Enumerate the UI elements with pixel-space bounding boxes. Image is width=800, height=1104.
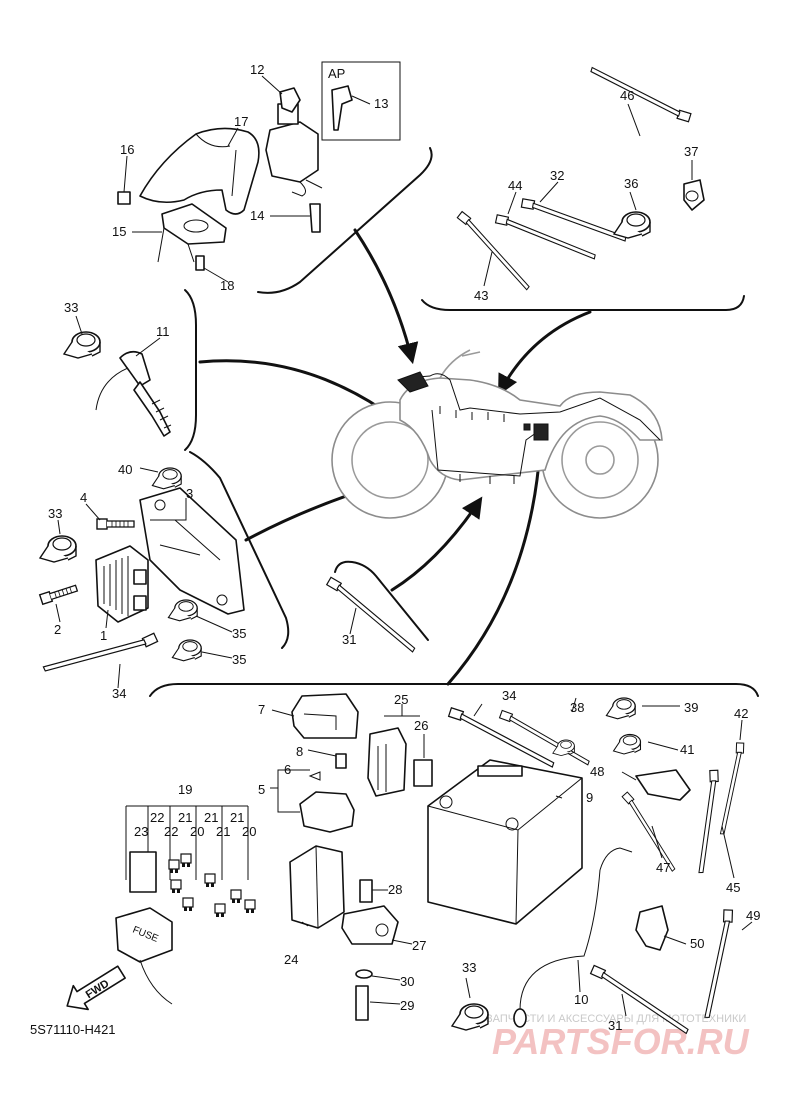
fuse-box-group: FUSE xyxy=(115,693,745,1035)
callout-20b: 20 xyxy=(242,824,256,839)
callout-44: 44 xyxy=(508,178,522,193)
callout-18: 18 xyxy=(220,278,234,293)
callout-12: 12 xyxy=(250,62,264,77)
callout-38: 38 xyxy=(570,700,584,715)
callout-49: 49 xyxy=(746,908,760,923)
main-switch xyxy=(265,121,319,183)
callout-25: 25 xyxy=(394,692,408,707)
callout-35a: 35 xyxy=(232,626,246,641)
callout-11: 11 xyxy=(156,324,170,339)
forward-arrow: FWD xyxy=(66,965,126,1011)
callout-13: 13 xyxy=(374,96,388,111)
callout-33c: 33 xyxy=(462,960,476,975)
key xyxy=(331,85,353,131)
callout-1: 1 xyxy=(100,628,107,643)
callout-23: 23 xyxy=(134,824,148,839)
callout-33a: 33 xyxy=(64,300,78,315)
callout-34a: 34 xyxy=(112,686,126,701)
callout-40: 40 xyxy=(118,462,132,477)
handlebar-cover xyxy=(139,127,260,215)
callout-17: 17 xyxy=(234,114,248,129)
callout-7: 7 xyxy=(258,702,265,717)
callout-33b: 33 xyxy=(48,506,62,521)
callout-4: 4 xyxy=(80,490,87,505)
callout-9: 9 xyxy=(586,790,593,805)
callout-22b: 22 xyxy=(164,824,178,839)
ap-label: AP xyxy=(328,66,345,81)
ties-group-top xyxy=(448,66,705,291)
callout-41: 41 xyxy=(680,742,694,757)
callout-50: 50 xyxy=(690,936,704,951)
starter-cut-group xyxy=(63,331,172,437)
callout-42: 42 xyxy=(734,706,748,721)
callout-14: 14 xyxy=(250,208,264,223)
callout-16: 16 xyxy=(120,142,134,157)
rectifier-group xyxy=(38,467,245,691)
callout-5: 5 xyxy=(258,782,265,797)
callout-28: 28 xyxy=(388,882,402,897)
callout-15: 15 xyxy=(112,224,126,239)
callout-21c: 21 xyxy=(230,810,244,825)
callout-10: 10 xyxy=(574,992,588,1007)
callout-45: 45 xyxy=(726,880,740,895)
callout-35b: 35 xyxy=(232,652,246,667)
callout-27: 27 xyxy=(412,938,426,953)
battery xyxy=(427,759,583,925)
leader-lines xyxy=(55,75,753,1017)
callout-20a: 20 xyxy=(190,824,204,839)
callout-29: 29 xyxy=(400,998,414,1013)
callout-47: 47 xyxy=(656,860,670,875)
callout-21d: 21 xyxy=(216,824,230,839)
callout-34b: 34 xyxy=(502,688,516,703)
callout-43: 43 xyxy=(474,288,488,303)
watermark: PARTSFOR.RU ЗАПЧАСТИ И АКСЕССУАРЫ ДЛЯ МО… xyxy=(486,1013,750,1062)
switch-bracket xyxy=(161,203,227,245)
callout-32: 32 xyxy=(550,168,564,183)
callout-36: 36 xyxy=(624,176,638,191)
fuse-box xyxy=(115,907,173,963)
callout-31a: 31 xyxy=(342,632,356,647)
callout-24: 24 xyxy=(284,952,298,967)
callout-22a: 22 xyxy=(150,810,164,825)
callout-2: 2 xyxy=(54,622,61,637)
callout-39: 39 xyxy=(684,700,698,715)
callout-30: 30 xyxy=(400,974,414,989)
callout-46: 46 xyxy=(620,88,634,103)
callout-6: 6 xyxy=(284,762,291,777)
callout-21b: 21 xyxy=(204,810,218,825)
ap-box xyxy=(321,61,401,141)
callout-37: 37 xyxy=(684,144,698,159)
callout-numbers: 1 2 3 4 5 6 7 8 9 10 11 12 13 14 15 16 1… xyxy=(48,62,760,1033)
callout-3: 3 xyxy=(186,486,193,501)
diagram-code: 5S71110-H421 xyxy=(30,1022,116,1037)
motorcycle-silhouette xyxy=(331,349,663,519)
callout-31b: 31 xyxy=(608,1018,622,1033)
callout-48: 48 xyxy=(590,764,604,779)
ignition-group: AP xyxy=(117,61,401,271)
callout-8: 8 xyxy=(296,744,303,759)
callout-21a: 21 xyxy=(178,810,192,825)
callout-19: 19 xyxy=(178,782,192,797)
watermark-tagline: ЗАПЧАСТИ И АКСЕССУАРЫ ДЛЯ МОТОТЕХНИКИ xyxy=(486,1013,746,1025)
watermark-brand: PARTSFOR.RU xyxy=(492,1021,750,1062)
callout-26: 26 xyxy=(414,718,428,733)
